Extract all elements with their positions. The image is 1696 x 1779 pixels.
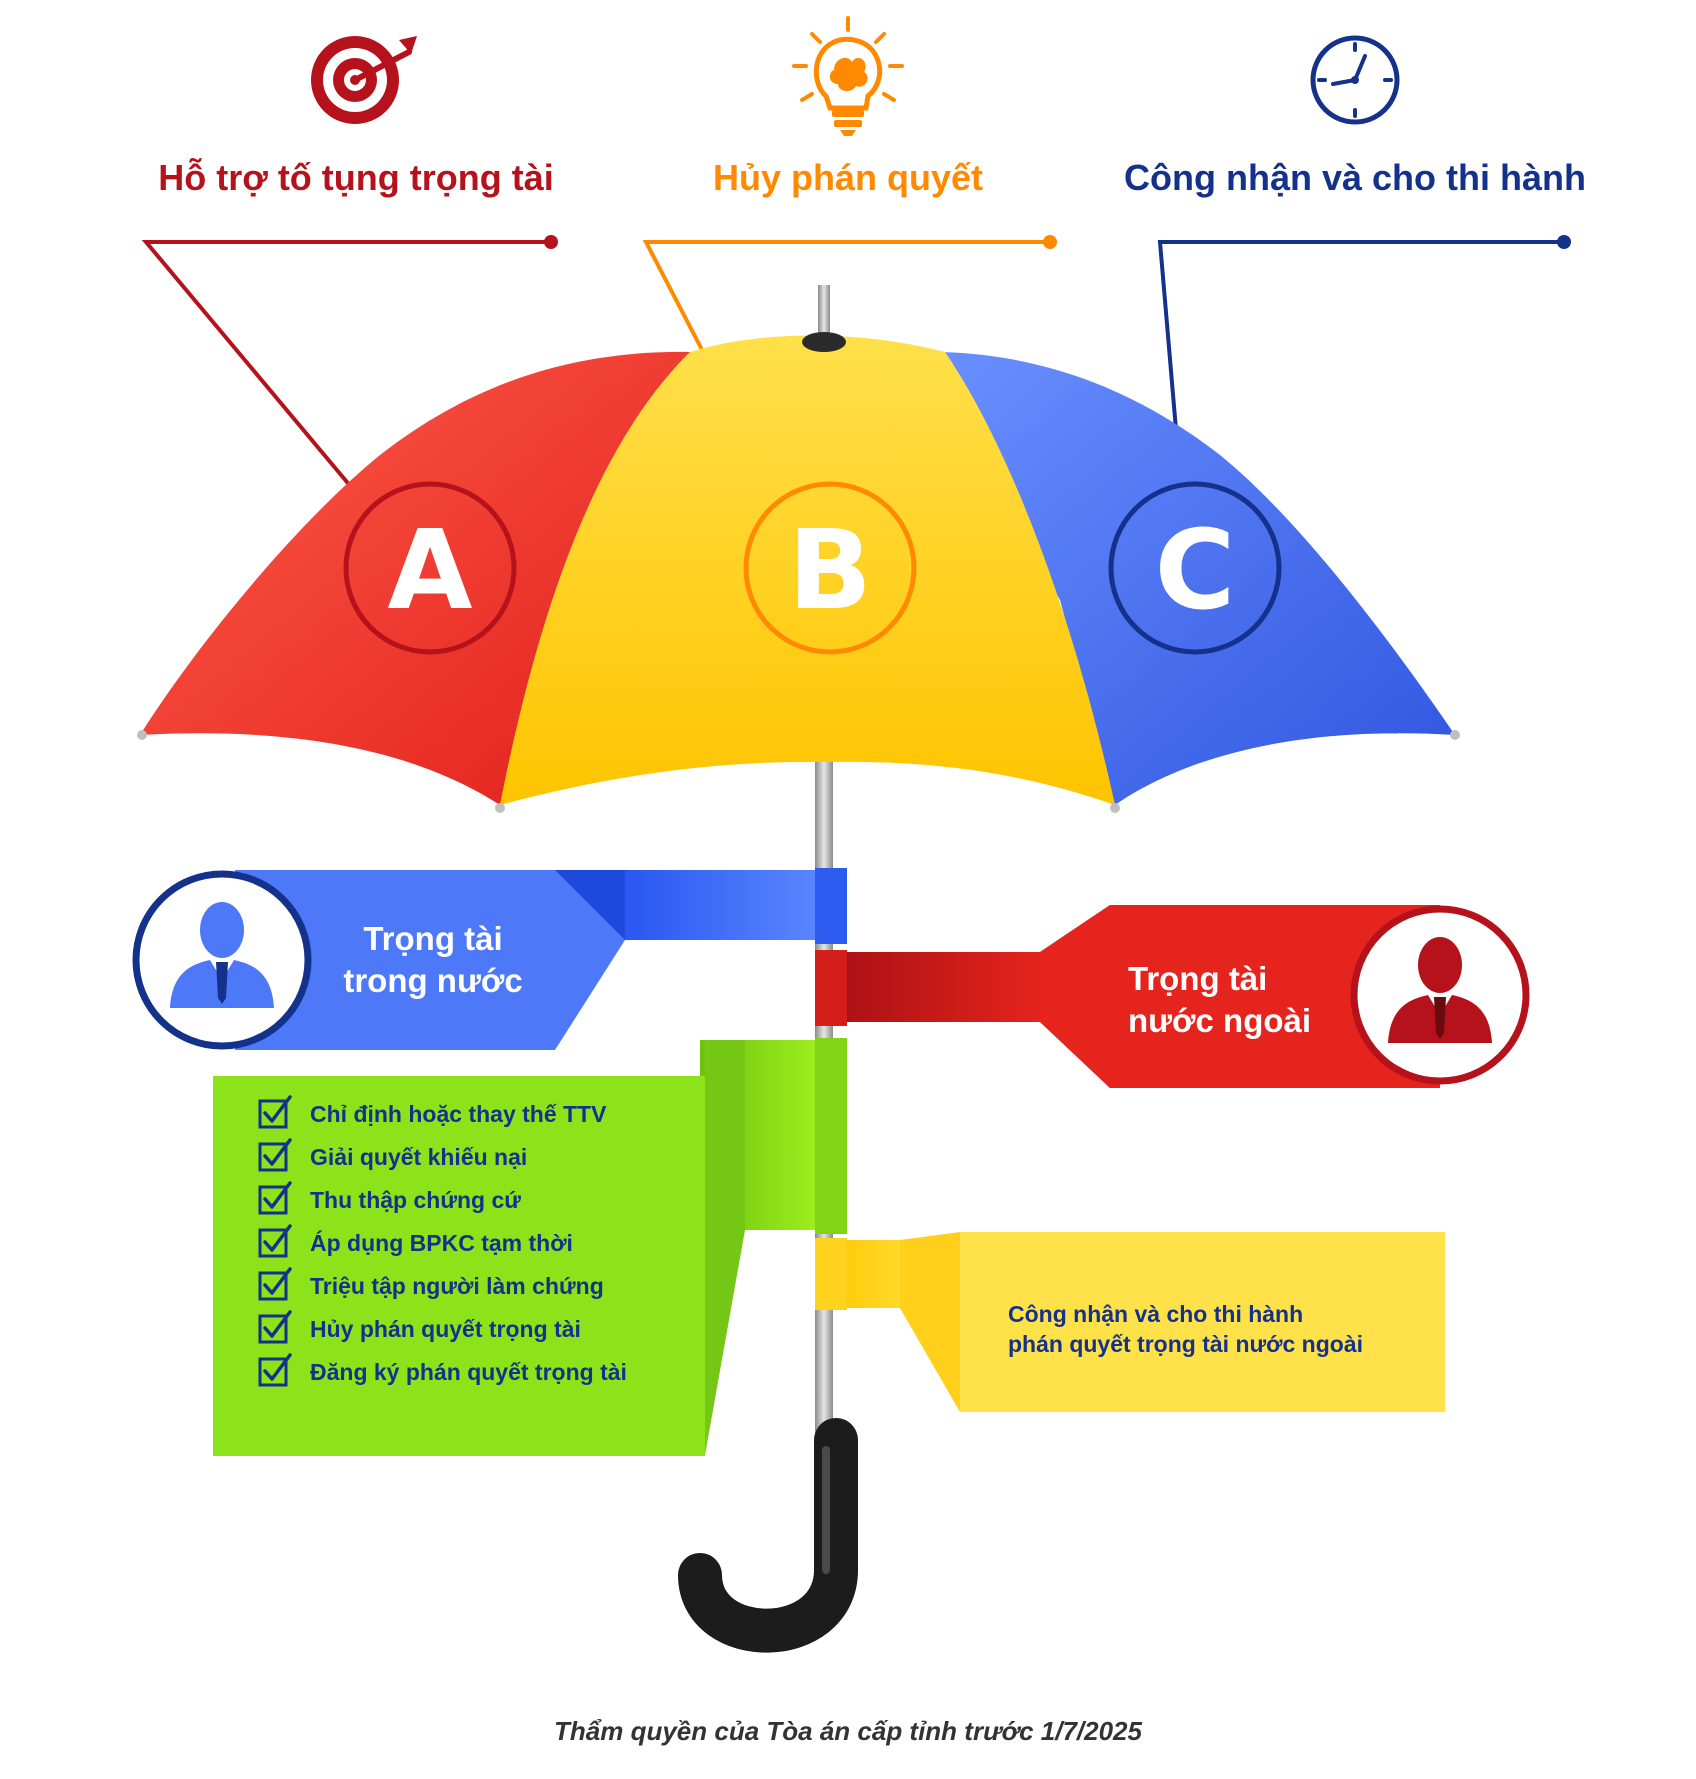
leader-dot-a	[544, 235, 558, 249]
caption: Thẩm quyền của Tòa án cấp tỉnh trước 1/7…	[554, 1716, 1143, 1746]
canopy-panel-red	[140, 351, 690, 805]
checklist-item: Triệu tập người làm chứng	[258, 1267, 604, 1301]
canopy-top-cap	[802, 332, 846, 352]
checklist-item-label: Triệu tập người làm chứng	[310, 1273, 604, 1299]
checklist-item: Đăng ký phán quyết trọng tài	[258, 1353, 627, 1387]
panel-a-letter: A	[387, 506, 472, 634]
ribbon-checklist	[213, 1038, 847, 1456]
ribbon-recognition	[815, 1232, 1445, 1412]
target-arrow-icon	[311, 36, 417, 124]
leader-dot-c	[1557, 235, 1571, 249]
checklist-item: Áp dụng BPKC tạm thời	[258, 1224, 573, 1258]
checklist-item-label: Chỉ định hoặc thay thế TTV	[310, 1101, 607, 1127]
ribbon-foreign-line1: Trọng tài	[1128, 960, 1267, 997]
checkbox-icon	[258, 1310, 292, 1344]
businessman-icon	[1388, 937, 1492, 1043]
checklist-item: Thu thập chứng cứ	[258, 1181, 521, 1215]
checkbox-icon	[258, 1138, 292, 1172]
ribbon-domestic	[235, 868, 847, 1050]
clock-icon	[1310, 35, 1400, 125]
panel-c-letter: C	[1155, 506, 1236, 634]
checklist-item: Hủy phán quyết trọng tài	[258, 1310, 581, 1344]
recognition-line2: phán quyết trọng tài nước ngoài	[1008, 1331, 1363, 1357]
leader-line-c	[1157, 240, 1564, 501]
checklist-item-label: Áp dụng BPKC tạm thời	[310, 1229, 573, 1256]
lightbulb-brain-icon	[792, 16, 904, 136]
checklist: Chỉ định hoặc thay thế TTV Giải quyết khi…	[258, 1095, 627, 1387]
checkbox-icon	[258, 1181, 292, 1215]
canopy-panel-yellow	[500, 335, 1115, 805]
checklist-item-label: Đăng ký phán quyết trọng tài	[310, 1359, 627, 1385]
ribbon-foreign-line2: nước ngoài	[1128, 1002, 1311, 1039]
businessman-icon	[170, 902, 274, 1008]
leader-dot-b	[1043, 235, 1057, 249]
heading-c: Công nhận và cho thi hành	[1124, 157, 1586, 198]
checkbox-icon	[258, 1224, 292, 1258]
umbrella-handle	[678, 1418, 858, 1653]
canopy-panel-blue	[920, 351, 1455, 805]
recognition-line1: Công nhận và cho thi hành	[1008, 1301, 1303, 1327]
panel-c-badge: C	[1108, 481, 1282, 655]
checkbox-icon	[258, 1095, 292, 1129]
avatar-foreign	[1350, 905, 1530, 1085]
checkbox-icon	[258, 1267, 292, 1301]
checklist-item: Giải quyết khiếu nại	[258, 1138, 527, 1172]
panel-b-badge: B	[743, 481, 917, 655]
ribbon-domestic-line2: trong nước	[343, 962, 522, 999]
umbrella-tip	[818, 285, 830, 340]
checklist-item-label: Giải quyết khiếu nại	[310, 1144, 527, 1170]
leader-line-a	[141, 240, 551, 502]
checklist-item: Chỉ định hoặc thay thế TTV	[258, 1095, 607, 1129]
heading-a: Hỗ trợ tố tụng trọng tài	[158, 157, 554, 198]
heading-b: Hủy phán quyết	[713, 157, 983, 198]
checkbox-icon	[258, 1353, 292, 1387]
checklist-item-label: Thu thập chứng cứ	[310, 1187, 521, 1213]
avatar-domestic	[132, 870, 312, 1050]
ribbon-foreign	[815, 905, 1440, 1088]
panel-b-letter: B	[788, 506, 872, 634]
panel-a-badge: A	[343, 481, 517, 655]
checklist-item-label: Hủy phán quyết trọng tài	[310, 1316, 581, 1342]
ribbon-domestic-line1: Trọng tài	[363, 920, 502, 957]
